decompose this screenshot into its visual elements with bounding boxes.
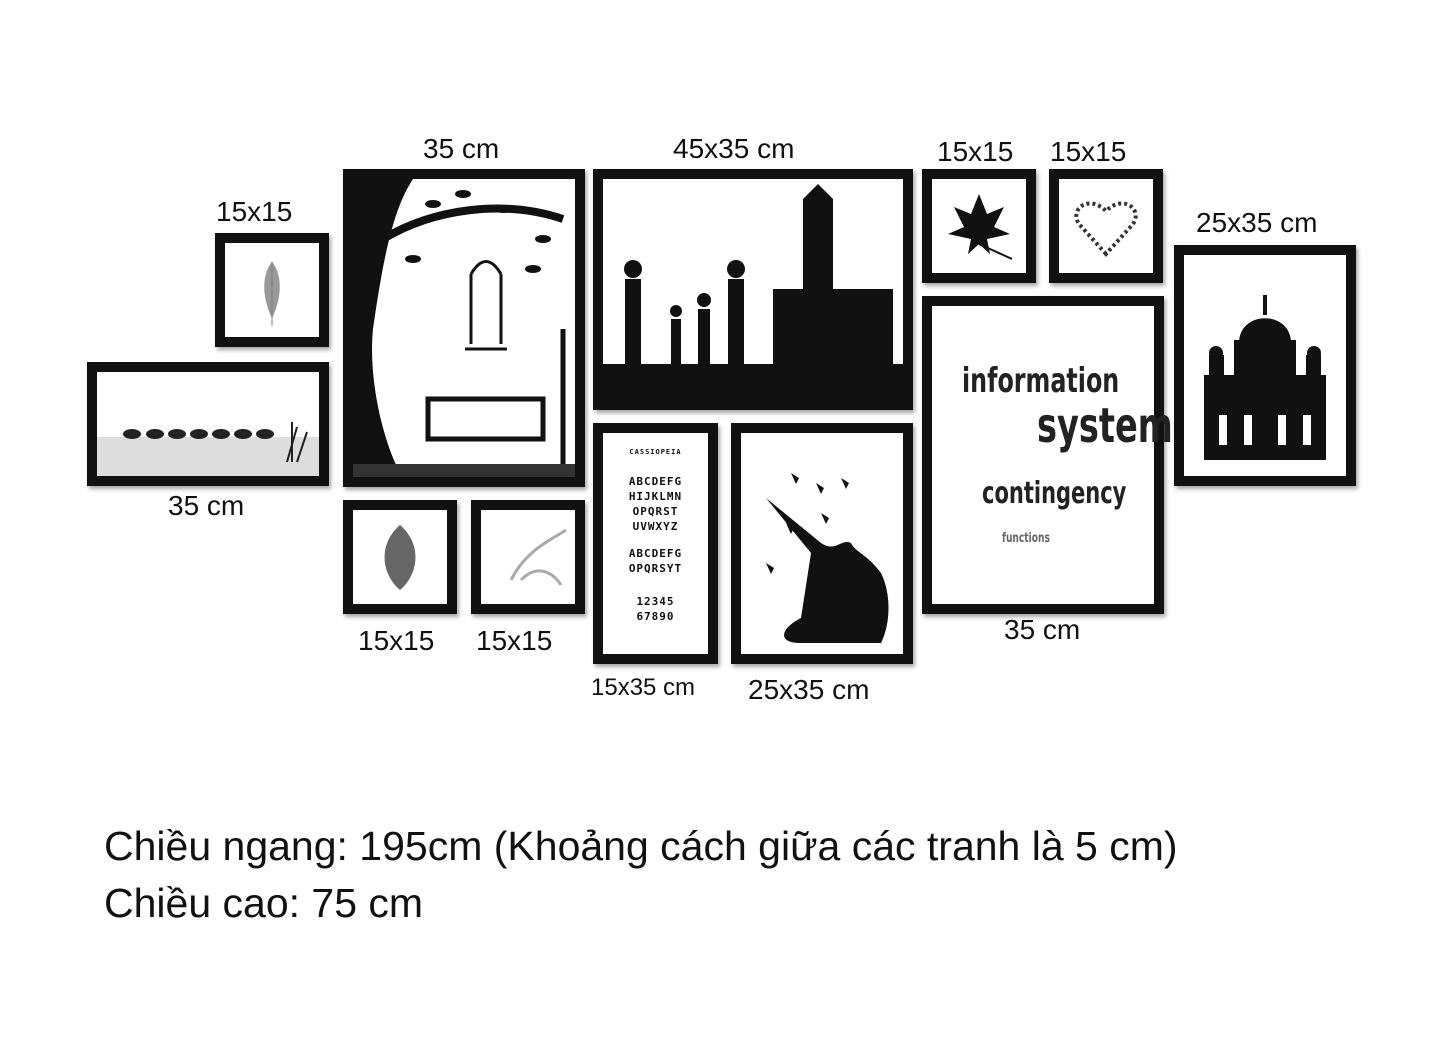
- total-width-note: Chiều ngang: 195cm (Khoảng cách giữa các…: [104, 823, 1178, 869]
- size-label-yoga: 25x35 cm: [748, 674, 870, 705]
- frame-leaf: [343, 500, 457, 614]
- size-label-wordcloud: 35 cm: [1004, 614, 1081, 645]
- total-height-note: Chiều cao: 75 cm: [104, 880, 424, 926]
- size-label-feather: 15x15: [216, 196, 293, 227]
- flower-icon: [509, 528, 567, 586]
- size-label-flower: 15x15: [476, 625, 553, 656]
- family-church-icon: [603, 184, 903, 400]
- tree-birdcage-icon: [353, 179, 575, 477]
- alphabet-art: CASSIOPEIA ABCDEFG HIJKLMN OPQRST UVWXYZ…: [628, 448, 683, 623]
- feather-icon: [264, 261, 280, 326]
- size-label-cathedral: 25x35 cm: [1196, 207, 1318, 238]
- size-label-leaf: 15x15: [358, 625, 435, 656]
- leaf-icon: [384, 525, 416, 590]
- frame-alphabet: CASSIOPEIA ABCDEFG HIJKLMN OPQRST UVWXYZ…: [593, 423, 718, 664]
- frame-ducks: [87, 362, 329, 486]
- cathedral-icon: [1204, 295, 1326, 460]
- frame-yoga: [731, 423, 913, 664]
- frame-cathedral: [1174, 245, 1356, 486]
- frame-heart: [1049, 169, 1163, 283]
- frame-maple: [922, 169, 1036, 283]
- heart-icon: [1074, 201, 1138, 257]
- size-label-tree: 35 cm: [423, 133, 500, 164]
- frame-feather: [215, 233, 329, 347]
- size-label-maple: 15x15: [937, 136, 1014, 167]
- frame-flower: [471, 500, 585, 614]
- size-label-heart: 15x15: [1050, 136, 1127, 167]
- size-label-family: 45x35 cm: [673, 133, 795, 164]
- yoga-butterflies-icon: [766, 473, 889, 643]
- frame-family: [593, 169, 913, 410]
- ducks-icon: [97, 422, 319, 476]
- frame-tree: [343, 169, 585, 487]
- frame-wordcloud: information system contingency functions: [922, 296, 1173, 614]
- size-label-ducks: 35 cm: [168, 490, 245, 521]
- maple-leaf-icon: [948, 194, 1013, 260]
- size-label-alphabet: 15x35 cm: [591, 674, 696, 701]
